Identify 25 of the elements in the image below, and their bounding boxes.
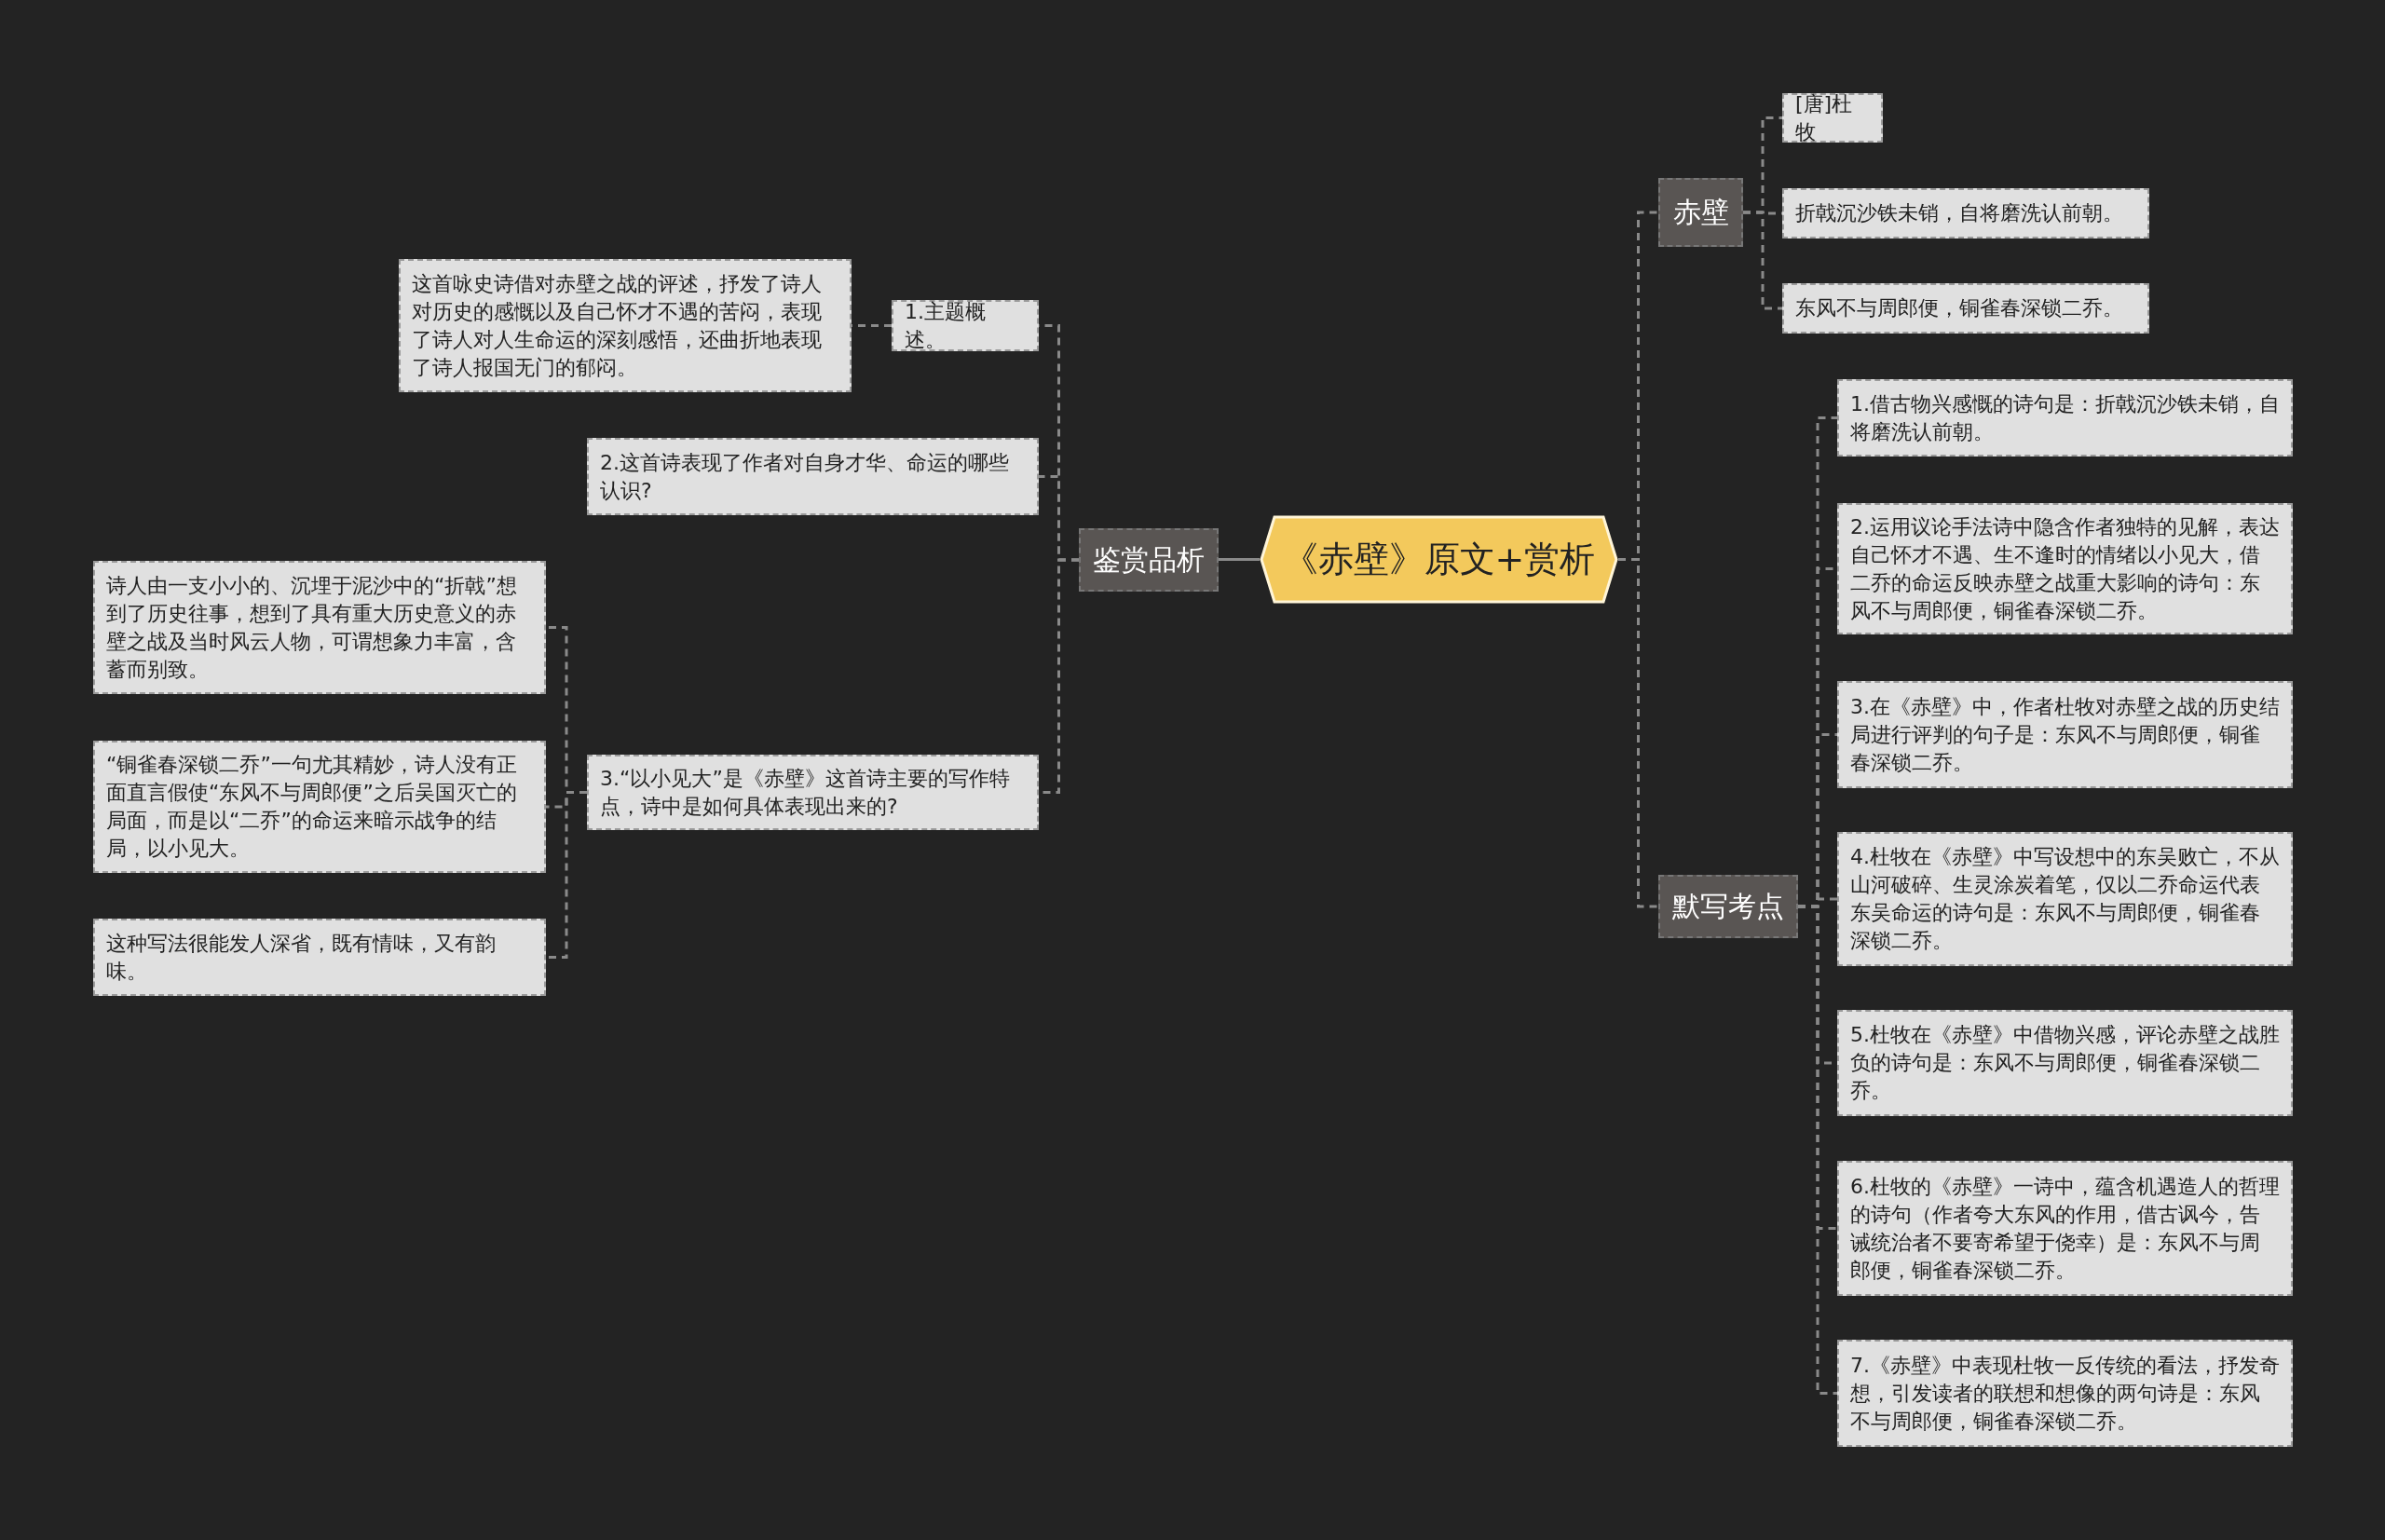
text-box: 4.杜牧在《赤壁》中写设想中的东吴败亡，不从山河破碎、生灵涂炭着笔，仅以二乔命运代表东吴命运的诗句是：东风不与周郎便，铜雀春深锁二乔。 <box>1837 832 2293 966</box>
text-box: 折戟沉沙铁未销，自将磨洗认前朝。 <box>1782 188 2149 238</box>
text-box: 1.借古物兴感慨的诗句是：折戟沉沙铁未销，自将磨洗认前朝。 <box>1837 379 2293 457</box>
text-box: 这首咏史诗借对赤壁之战的评述，抒发了诗人对历史的感慨以及自己怀才不遇的苦闷，表现了诗人对人生命运的深刻感悟，还曲折地表现了诗人报国无门的郁闷。 <box>399 259 852 392</box>
connector-line <box>1618 558 1658 908</box>
text-box: 诗人由一支小小的、沉埋于泥沙中的“折戟”想到了历史往事，想到了具有重大历史意义的赤壁之战及当时风云人物，可谓想象力丰富，含蓄而别致。 <box>93 561 546 694</box>
branch-box: 赤壁 <box>1658 178 1743 247</box>
text-box: 6.杜牧的《赤壁》一诗中，蕴含机遇造人的哲理的诗句（作者夸大东风的作用，借古讽今，告诫统治者不要寄希望于侥幸）是：东风不与周郎便，铜雀春深锁二乔。 <box>1837 1161 2293 1296</box>
text-box: 5.杜牧在《赤壁》中借物兴感，评论赤壁之战胜负的诗句是：东风不与周郎便，铜雀春深锁二乔。 <box>1837 1010 2293 1116</box>
connector-line <box>1219 558 1260 561</box>
text-box: [唐]杜牧 <box>1782 93 1883 143</box>
text-box: 2.运用议论手法诗中隐含作者独特的见解，表达自己怀才不遇、生不逢时的情绪以小见大，借二乔的命运反映赤壁之战重大影响的诗句：东风不与周郎便，铜雀春深锁二乔。 <box>1837 503 2293 634</box>
topic-hexagon: 《赤壁》原文+赏析 <box>1260 515 1618 604</box>
text-box: 7.《赤壁》中表现杜牧一反传统的看法，抒发奇想，引发读者的联想和想像的两句诗是：东风不与周郎便，铜雀春深锁二乔。 <box>1837 1340 2293 1447</box>
text-box: 3.“以小见大”是《赤壁》这首诗主要的写作特点，诗中是如何具体表现出来的? <box>587 755 1039 830</box>
text-box: 东风不与周郎便，铜雀春深锁二乔。 <box>1782 283 2149 334</box>
text-box: 1.主题概述。 <box>892 300 1039 351</box>
branch-box: 鉴赏品析 <box>1079 528 1219 592</box>
text-box: 3.在《赤壁》中，作者杜牧对赤壁之战的历史结局进行评判的句子是：东风不与周郎便，铜雀春深锁二乔。 <box>1837 681 2293 788</box>
branch-box: 默写考点 <box>1658 875 1798 938</box>
connector-line <box>1743 211 1782 310</box>
connector-line <box>546 791 587 959</box>
text-box: “铜雀春深锁二乔”一句尤其精妙，诗人没有正面直言假使“东风不与周郎便”之后吴国灭亡的局面，而是以“二乔”的命运来暗示战争的结局，以小见大。 <box>93 741 546 873</box>
text-box: 这种写法很能发人深省，既有情味，又有韵味。 <box>93 919 546 996</box>
text-box: 2.这首诗表现了作者对自身才华、命运的哪些认识? <box>587 438 1039 515</box>
